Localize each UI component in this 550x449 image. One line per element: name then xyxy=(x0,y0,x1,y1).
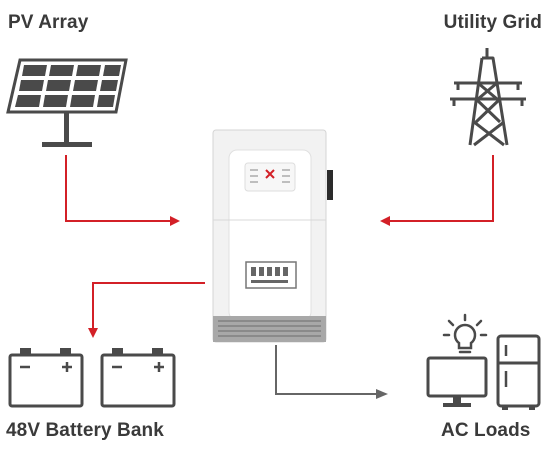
inverter-to-battery-arrow xyxy=(88,282,205,338)
battery-bank-label: 48V Battery Bank xyxy=(6,420,164,441)
utility-grid-label: Utility Grid xyxy=(443,12,542,33)
battery-icon xyxy=(8,348,84,408)
transmission-tower-icon xyxy=(450,48,526,147)
refrigerator-icon xyxy=(496,334,541,410)
pv-array-label: PV Array xyxy=(8,12,89,33)
monitor-icon xyxy=(426,356,488,407)
solar-panel-icon xyxy=(6,58,128,147)
inverter-icon xyxy=(212,129,333,343)
ac-loads-label: AC Loads xyxy=(441,420,531,441)
inverter-to-loads-arrow xyxy=(275,345,388,399)
battery-icon xyxy=(100,348,176,408)
pv-to-inverter-arrow xyxy=(65,155,180,226)
grid-to-inverter-arrow xyxy=(380,155,494,226)
lightbulb-icon xyxy=(442,313,488,354)
